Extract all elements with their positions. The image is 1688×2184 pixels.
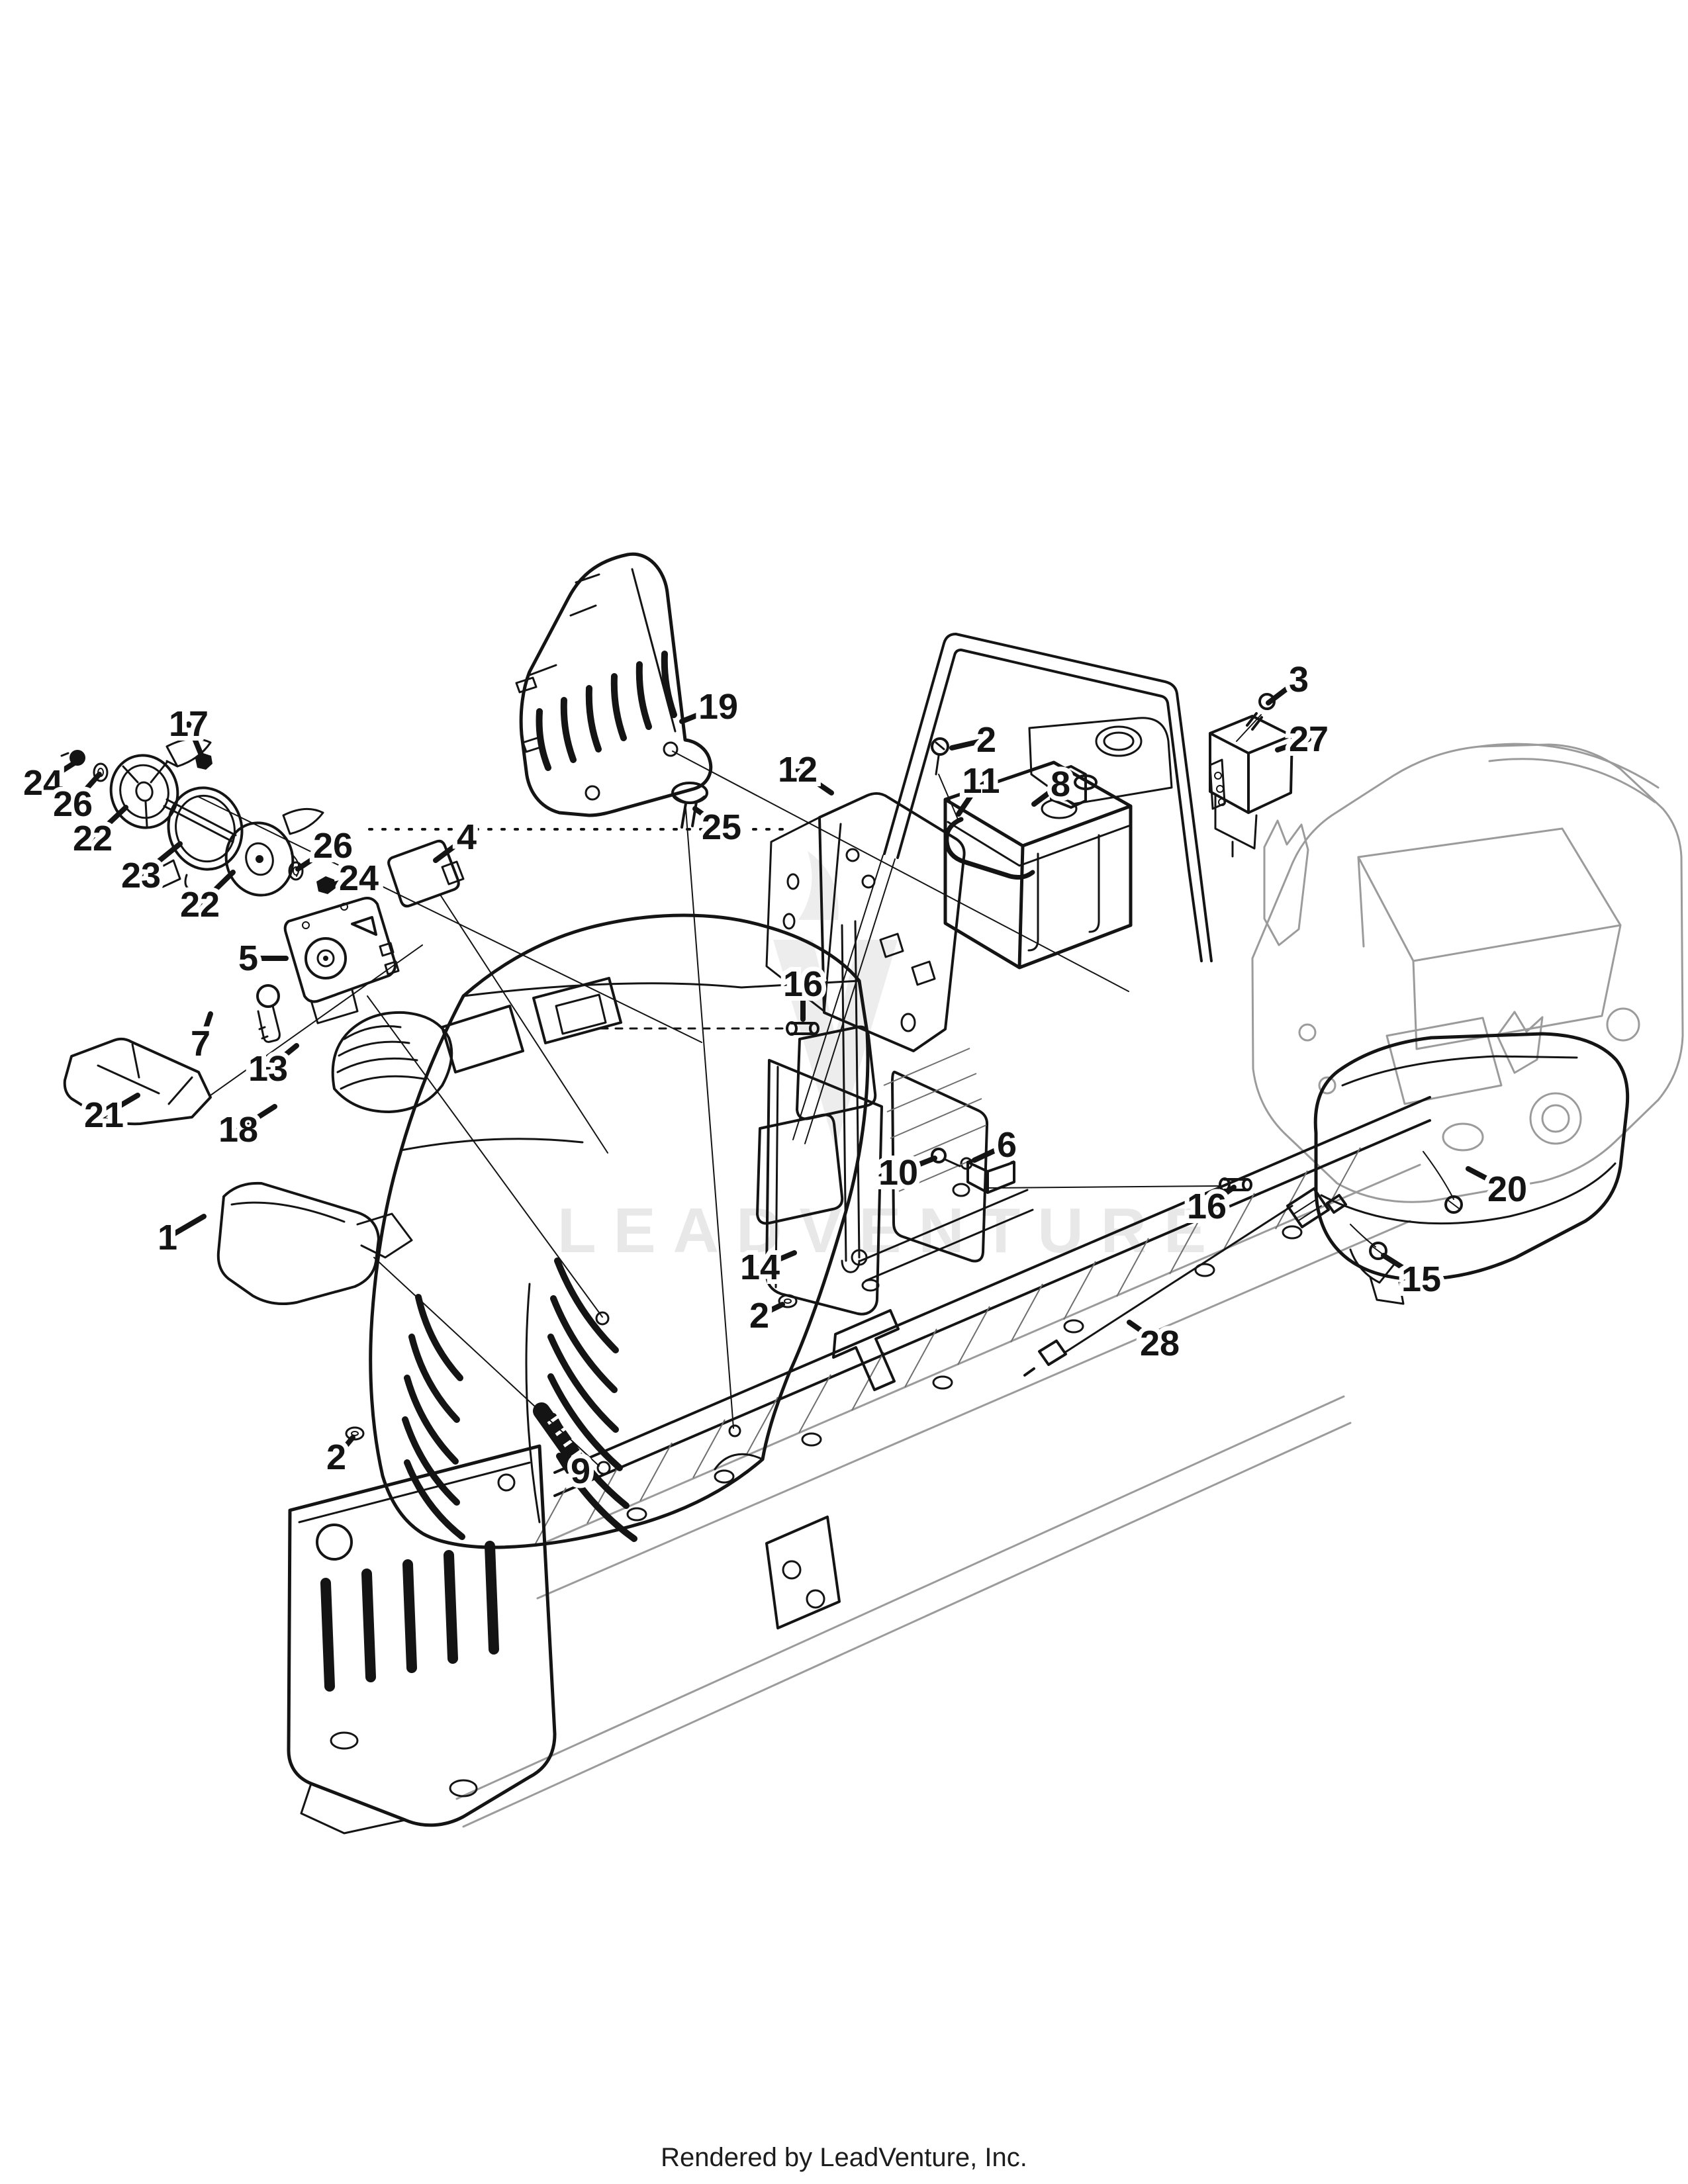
callout-leader bbox=[679, 704, 721, 724]
mount-bracket-27 bbox=[1209, 715, 1293, 858]
callout-label-19: 19 bbox=[698, 687, 738, 727]
callout-label-14: 14 bbox=[740, 1248, 780, 1287]
watermark-text: LEADVENTURE bbox=[557, 1195, 1223, 1266]
fasteners bbox=[60, 693, 1463, 1441]
callout-label-26: 26 bbox=[313, 826, 353, 866]
wiring-cable bbox=[1023, 1187, 1347, 1377]
callout-label-11: 11 bbox=[962, 761, 1000, 801]
relay-module bbox=[387, 839, 465, 908]
callout-label-21: 21 bbox=[84, 1095, 124, 1135]
callout-label-22: 22 bbox=[73, 819, 113, 858]
side-panel-left bbox=[216, 1181, 413, 1305]
callout-leader bbox=[1275, 737, 1311, 752]
callout-leader bbox=[1204, 1185, 1237, 1209]
callout-leader bbox=[1031, 782, 1063, 807]
callout-label-16: 16 bbox=[783, 964, 823, 1004]
callout-leader bbox=[236, 1104, 277, 1132]
callout-label-15: 15 bbox=[1401, 1259, 1441, 1299]
callout-label-18: 18 bbox=[218, 1110, 258, 1150]
callout-label-2: 2 bbox=[749, 1296, 769, 1336]
battery-assembly bbox=[943, 717, 1173, 970]
callout-leader bbox=[138, 841, 183, 878]
callout-label-24: 24 bbox=[339, 858, 379, 898]
callout-leader bbox=[795, 767, 834, 796]
callout-label-8: 8 bbox=[1051, 764, 1070, 804]
footer-credit: Rendered by LeadVenture, Inc. bbox=[661, 2143, 1027, 2172]
callout-label-6: 6 bbox=[997, 1125, 1017, 1165]
callout-label-12: 12 bbox=[778, 750, 818, 790]
callout-leader bbox=[692, 806, 724, 830]
callout-leader bbox=[433, 835, 469, 863]
spring-part bbox=[533, 1402, 592, 1479]
callout-label-26: 26 bbox=[53, 784, 93, 824]
callout-leader bbox=[197, 870, 236, 907]
headlight-assembly bbox=[109, 737, 324, 904]
callout-leader bbox=[320, 876, 361, 889]
callout-label-1: 1 bbox=[158, 1218, 177, 1257]
callout-label-23: 23 bbox=[121, 856, 161, 895]
frame-rails bbox=[455, 1096, 1431, 1828]
callout-leader bbox=[90, 805, 128, 841]
callout-leader bbox=[1127, 1320, 1162, 1346]
steering-boot bbox=[331, 1011, 453, 1113]
side-panel-right bbox=[1313, 1032, 1630, 1305]
callout-leader bbox=[972, 1142, 1009, 1163]
callout-label-4: 4 bbox=[457, 817, 477, 857]
callout-leader bbox=[101, 1093, 140, 1118]
ignition-key bbox=[256, 984, 281, 1043]
callout-leader bbox=[198, 1011, 213, 1046]
callout-label-3: 3 bbox=[1289, 660, 1309, 700]
callout-label-20: 20 bbox=[1487, 1169, 1527, 1209]
callout-label-5: 5 bbox=[238, 938, 258, 978]
callout-label-9: 9 bbox=[571, 1451, 590, 1491]
callout-leader bbox=[265, 1043, 299, 1071]
callout-label-22: 22 bbox=[180, 885, 220, 925]
callout-leader bbox=[757, 1250, 797, 1270]
callout-leader bbox=[956, 778, 984, 817]
callout-leader bbox=[1466, 1166, 1510, 1192]
callout-leader bbox=[334, 1435, 355, 1460]
assembly-lines bbox=[198, 714, 1262, 1475]
callout-leader bbox=[560, 1452, 583, 1474]
hood-bracket-21 bbox=[63, 1037, 212, 1126]
callout-leader bbox=[1266, 677, 1301, 705]
callout-label-10: 10 bbox=[878, 1153, 918, 1193]
heat-shield bbox=[515, 552, 713, 817]
battery-tray bbox=[765, 1048, 989, 1316]
callout-leader bbox=[757, 1302, 785, 1318]
callout-label-25: 25 bbox=[702, 807, 741, 847]
ignition-switch bbox=[283, 897, 400, 1024]
callout-label-16: 16 bbox=[1187, 1187, 1227, 1226]
callout-leader bbox=[70, 772, 102, 807]
callout-label-17: 17 bbox=[169, 704, 209, 744]
callout-leader bbox=[40, 757, 82, 786]
front-frame bbox=[287, 1444, 557, 1835]
callout-label-28: 28 bbox=[1140, 1324, 1180, 1363]
callout-leader bbox=[949, 737, 989, 751]
callout-leader bbox=[295, 843, 336, 872]
callout-label-7: 7 bbox=[191, 1024, 211, 1064]
callout-label-2: 2 bbox=[976, 720, 996, 760]
callout-leader bbox=[1381, 1253, 1424, 1282]
callout-leader bbox=[186, 721, 206, 762]
rear-frame-gray bbox=[1251, 743, 1684, 1203]
callout-label-24: 24 bbox=[23, 763, 63, 803]
support-hoop bbox=[883, 633, 1213, 962]
callout-leader bbox=[896, 1156, 937, 1175]
callout-label-27: 27 bbox=[1289, 719, 1329, 759]
callout-label-2: 2 bbox=[326, 1437, 346, 1477]
callout-leader bbox=[165, 1214, 207, 1240]
callout-label-13: 13 bbox=[248, 1049, 288, 1089]
